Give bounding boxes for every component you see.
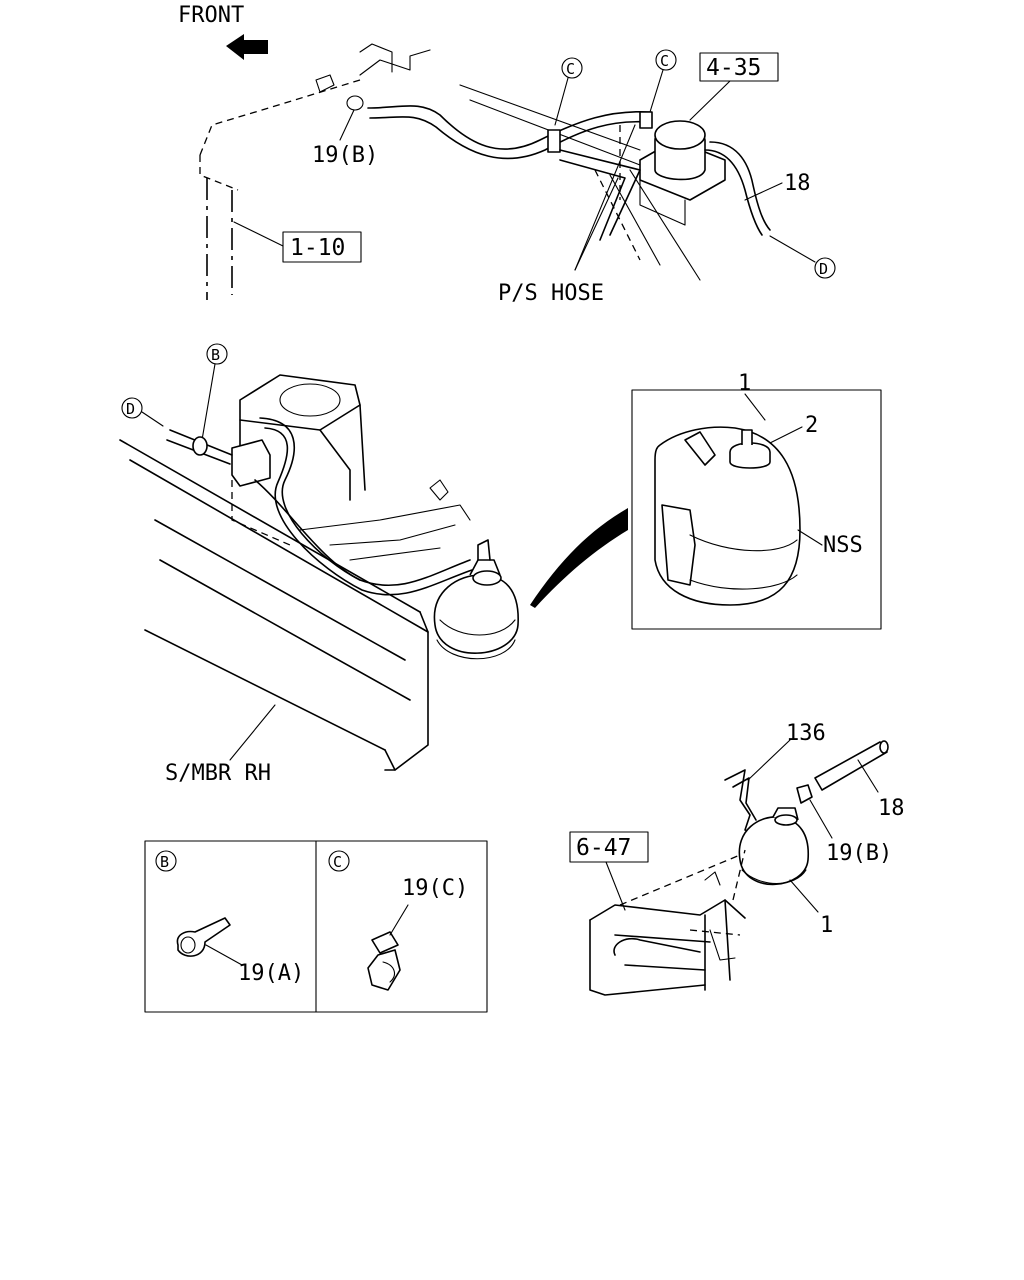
inset-label-1: 1	[738, 371, 751, 396]
label-19a: 19(A)	[238, 961, 304, 986]
label-1-bottom: 1	[820, 913, 833, 938]
reservoir-tank-bottom	[738, 807, 809, 886]
label-19b-bottom: 19(B)	[826, 841, 892, 866]
reservoir-top	[639, 120, 726, 226]
label-s-mbr-rh: S/MBR RH	[165, 761, 271, 786]
label-18-bottom: 18	[878, 796, 905, 821]
inset-label-2: 2	[805, 413, 818, 438]
clamp-19a	[176, 917, 231, 957]
front-label: FRONT	[178, 3, 244, 28]
bottom-right-assembly: 136 18 19(B) 1 6-47	[569, 721, 905, 996]
reservoir-detail	[654, 426, 801, 606]
panel-c-tag: C	[333, 853, 342, 871]
circle-b-middle: B	[211, 346, 220, 364]
label-19b-top: 19(B)	[312, 143, 378, 168]
detail-inset-box	[631, 389, 882, 630]
ref-box-6-47: 6-47	[576, 835, 631, 861]
detail-panels: B 19(A) C 19(C)	[144, 840, 488, 1013]
label-18-top: 18	[784, 171, 811, 196]
circle-c-2: C	[660, 52, 669, 70]
callout-swoosh	[530, 508, 628, 608]
inset-label-nss: NSS	[823, 533, 863, 558]
panel-b-tag: B	[160, 853, 169, 871]
label-19c: 19(C)	[402, 876, 468, 901]
ref-box-4-35: 4-35	[706, 55, 761, 81]
front-arrow-icon	[226, 34, 268, 60]
clip-19c	[367, 931, 401, 991]
circle-c-1: C	[566, 60, 575, 78]
circle-d-middle: D	[126, 400, 135, 418]
reservoir-tank-middle	[433, 539, 519, 660]
ref-box-1-10: 1-10	[290, 235, 345, 261]
circle-d-top: D	[819, 260, 828, 278]
label-ps-hose: P/S HOSE	[498, 281, 604, 306]
middle-section: S/MBR RH D B	[119, 343, 882, 786]
label-136: 136	[786, 721, 826, 746]
top-section: FRONT 19(B) C C	[178, 3, 836, 306]
